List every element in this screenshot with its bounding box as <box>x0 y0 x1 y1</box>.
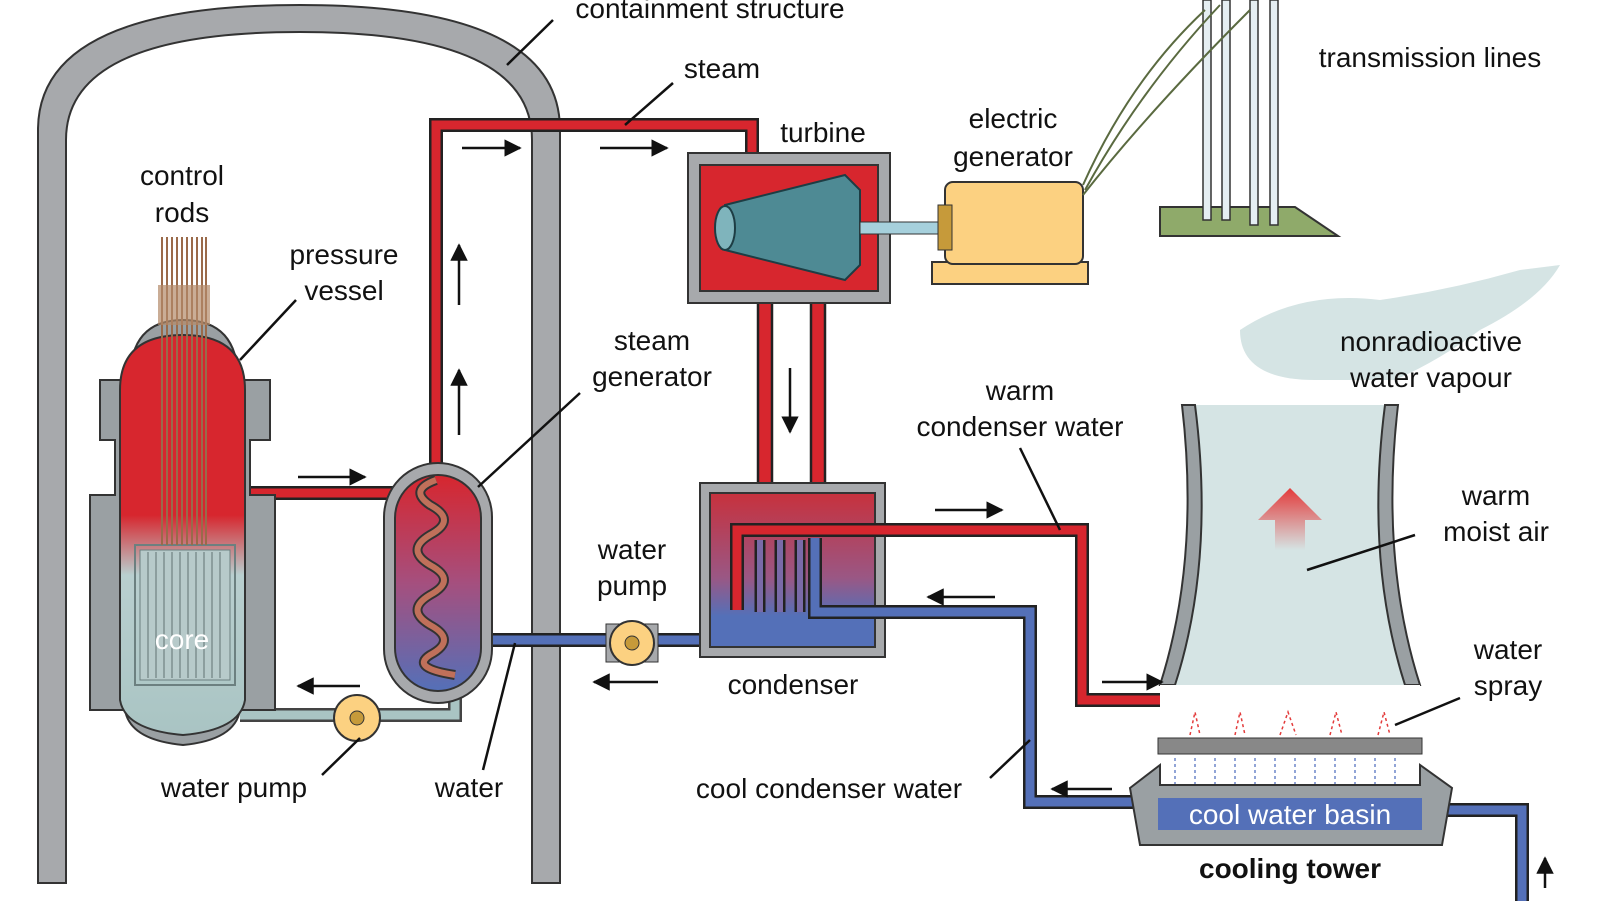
label-vapour-1: nonradioactive <box>1340 326 1522 357</box>
label-warm-moist-air-2: moist air <box>1443 516 1549 547</box>
label-water-pump-condenser-2: pump <box>597 570 667 601</box>
flow-arrows <box>296 139 1554 888</box>
label-containment-structure: containment structure <box>575 0 844 24</box>
label-cool-water-basin: cool water basin <box>1189 799 1391 830</box>
label-water-spray-1: water <box>1473 634 1542 665</box>
steam-generator <box>383 462 493 704</box>
label-turbine: turbine <box>780 117 866 148</box>
label-pressure-vessel-1: pressure <box>290 239 399 270</box>
label-condenser: condenser <box>728 669 859 700</box>
turbine-exhaust-pipe-right <box>809 298 827 492</box>
makeup-water-pipe <box>1440 803 1529 901</box>
reactor-core <box>139 549 231 681</box>
label-water-pump-reactor: water pump <box>160 772 307 803</box>
label-pressure-vessel-2: vessel <box>304 275 383 306</box>
label-vapour-2: water vapour <box>1349 362 1512 393</box>
electric-generator <box>931 181 1089 285</box>
label-control-rods-2: rods <box>155 197 209 228</box>
label-steam-generator-1: steam <box>614 325 690 356</box>
label-warm-condenser-water-1: warm <box>985 375 1054 406</box>
leader-lines <box>239 19 1461 779</box>
label-cool-condenser-water: cool condenser water <box>696 773 962 804</box>
water-spray-nozzles <box>1189 709 1391 736</box>
transmission-tower <box>1082 0 1342 237</box>
cooling-tower <box>1128 265 1560 846</box>
turbine <box>687 152 941 304</box>
label-cooling-tower: cooling tower <box>1199 853 1381 884</box>
label-steam-generator-2: generator <box>592 361 712 392</box>
label-warm-condenser-water-2: condenser water <box>916 411 1123 442</box>
label-electric-generator-2: generator <box>953 141 1073 172</box>
label-transmission-lines: transmission lines <box>1319 42 1542 73</box>
water-vapour-plume <box>1240 265 1560 380</box>
label-control-rods-1: control <box>140 160 224 191</box>
condenser <box>699 482 886 658</box>
containment-structure <box>37 3 561 884</box>
label-steam: steam <box>684 53 760 84</box>
control-rods <box>158 237 210 545</box>
fill-media <box>1157 737 1423 755</box>
label-water-pump-condenser-1: water <box>597 534 666 565</box>
label-warm-moist-air-1: warm <box>1461 480 1530 511</box>
label-water-spray-2: spray <box>1474 670 1542 701</box>
label-core: core <box>155 624 209 655</box>
turbine-exhaust-pipe-left <box>756 298 774 492</box>
condenser-water-pump <box>605 620 659 666</box>
reactor-water-pump <box>333 694 381 742</box>
warm-air-arrow <box>1258 488 1322 550</box>
label-electric-generator-1: electric <box>969 103 1058 134</box>
label-water: water <box>434 772 503 803</box>
